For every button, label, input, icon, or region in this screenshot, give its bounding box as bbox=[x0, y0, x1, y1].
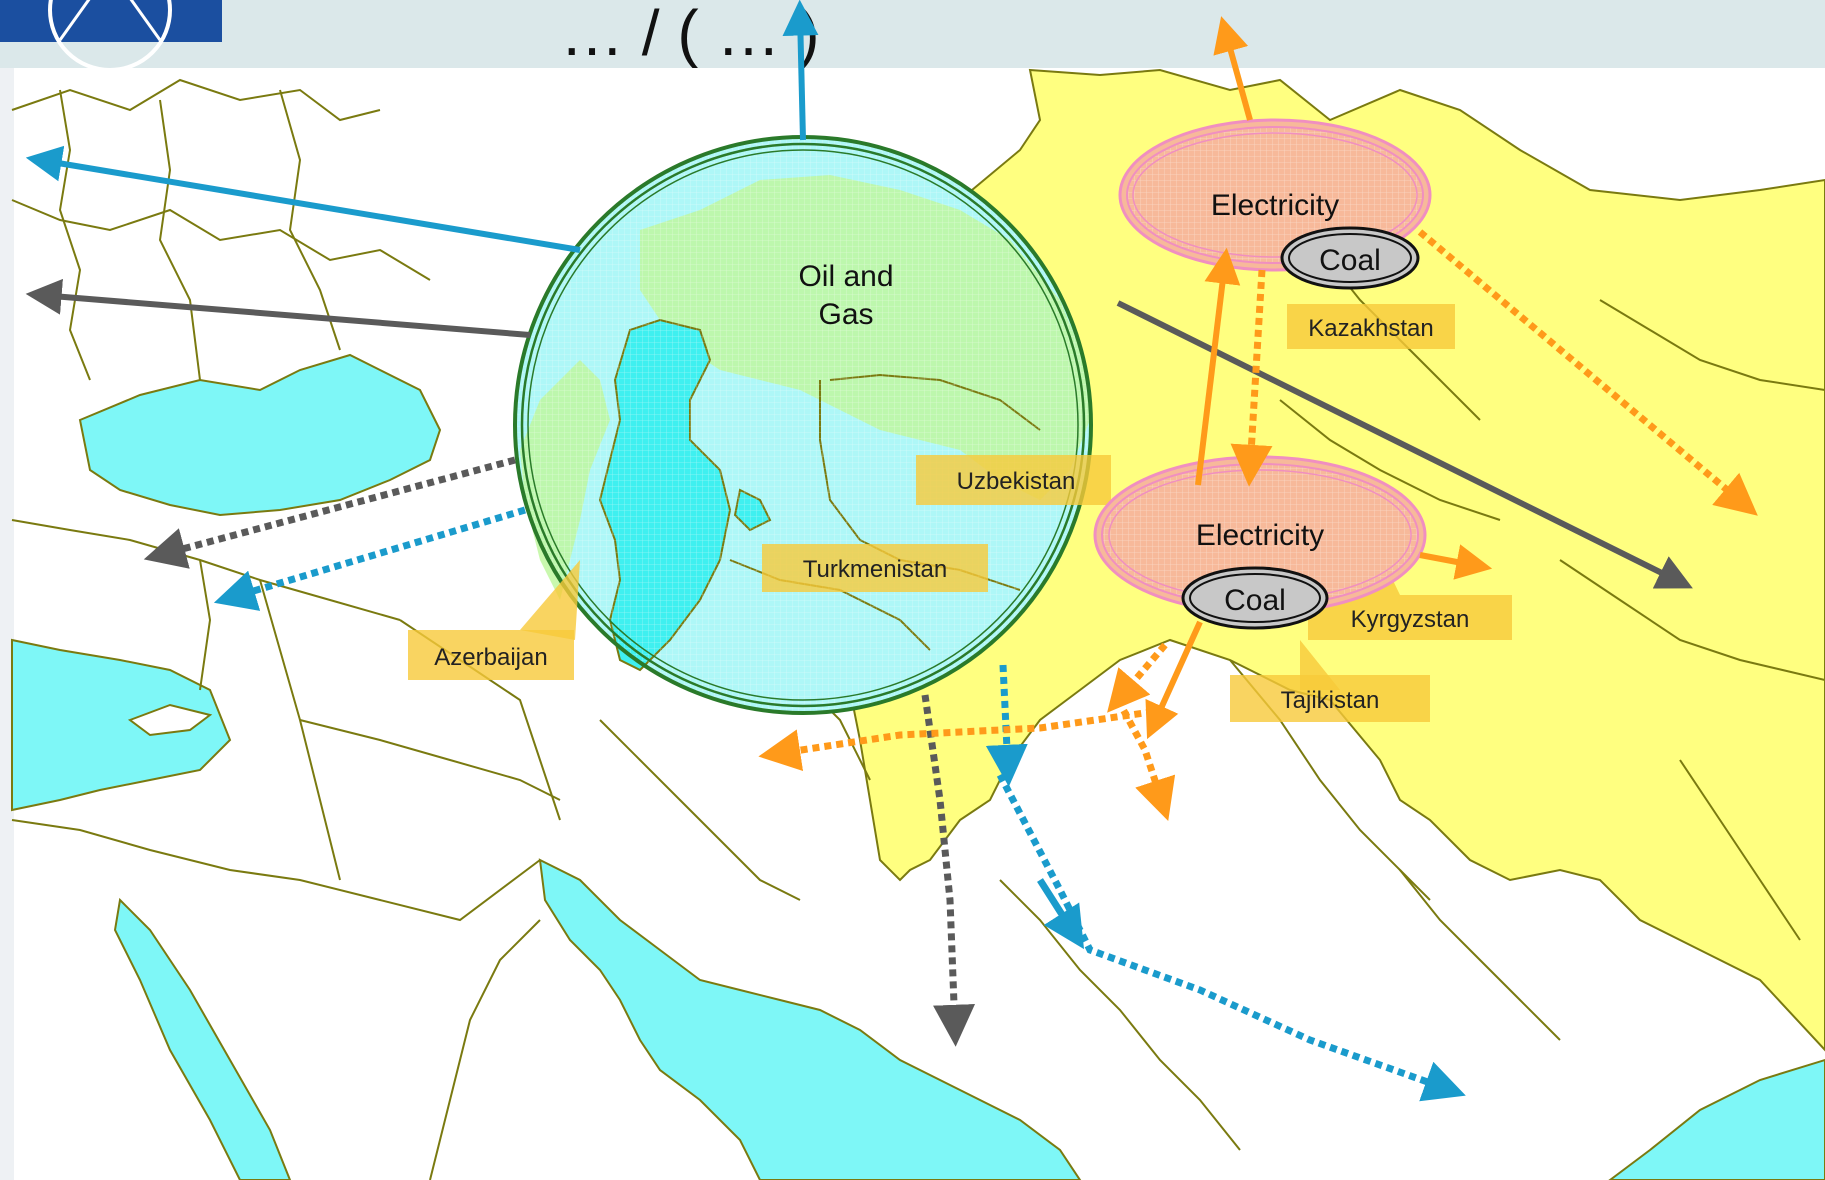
flow-grey-west bbox=[25, 278, 531, 338]
flow-orange-west-dotted bbox=[758, 706, 1166, 771]
red-sea bbox=[113, 897, 292, 1180]
electricity-north-label: Electricity bbox=[1211, 189, 1339, 222]
flow-orange-up bbox=[1195, 247, 1241, 486]
flow-orange-southwest-dotted bbox=[1107, 642, 1168, 713]
electricity-flows bbox=[758, 16, 1758, 821]
oil-gas-flows bbox=[25, 0, 1693, 1102]
flow-blue-north bbox=[782, 0, 819, 141]
coal-south-label: Coal bbox=[1224, 584, 1286, 617]
flow-blue-southwest-dotted bbox=[213, 506, 527, 611]
label-azerbaijan: Azerbaijan bbox=[434, 644, 547, 671]
coal-south-badge bbox=[1181, 566, 1329, 630]
oil-gas-line1: Oil and bbox=[798, 260, 893, 293]
flow-grey-south-dotted bbox=[921, 694, 976, 1047]
flow-blue-southeast-arrowhead bbox=[1037, 878, 1085, 950]
flow-orange-north bbox=[1213, 16, 1253, 121]
label-tajikistan: Tajikistan bbox=[1281, 687, 1380, 714]
flow-grey-southwest-dotted bbox=[143, 456, 516, 569]
bay-of-bengal bbox=[1608, 1058, 1825, 1180]
coal-north-label: Coal bbox=[1319, 244, 1381, 277]
mediterranean-sea bbox=[11, 638, 232, 812]
flow-blue-south-dotted bbox=[985, 664, 1028, 787]
label-turkmenistan: Turkmenistan bbox=[803, 556, 948, 583]
black-sea bbox=[78, 353, 442, 517]
electricity-hub-north: Electricity Coal bbox=[1118, 118, 1432, 290]
title-strip: … / ( … ) bbox=[0, 0, 1825, 70]
electricity-hub-south: Electricity Coal bbox=[1093, 455, 1427, 630]
coal-north-badge bbox=[1280, 226, 1420, 290]
flow-orange-east bbox=[1419, 544, 1493, 580]
electricity-south-label: Electricity bbox=[1196, 519, 1324, 552]
globe-logo-icon bbox=[0, 0, 222, 72]
flow-orange-south-dotted bbox=[1114, 698, 1176, 821]
flow-orange-northeast-dotted bbox=[1417, 229, 1758, 516]
persian-gulf bbox=[538, 858, 1082, 1180]
oil-gas-hub: Oil and Gas bbox=[513, 135, 1093, 715]
oil-gas-line2: Gas bbox=[818, 298, 873, 331]
label-uzbekistan: Uzbekistan bbox=[957, 468, 1076, 495]
flow-orange-down-dotted bbox=[1230, 269, 1273, 487]
flow-blue-west bbox=[25, 145, 581, 253]
label-kyrgyzstan: Kyrgyzstan bbox=[1351, 606, 1470, 633]
label-kazakhstan: Kazakhstan bbox=[1308, 315, 1433, 342]
flow-blue-southeast-dotted bbox=[996, 773, 1466, 1102]
title-fragment: … / ( … ) bbox=[560, 0, 820, 69]
